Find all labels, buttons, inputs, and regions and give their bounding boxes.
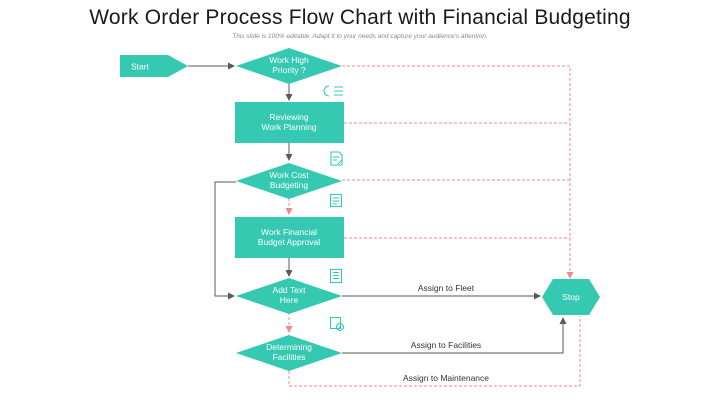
node-determining-line2: Facilities — [272, 352, 305, 362]
node-stop-label: Stop — [562, 292, 580, 302]
node-determining-line1: Determining — [266, 342, 312, 352]
node-start-label: Start — [131, 62, 150, 72]
notebook-icon — [329, 268, 343, 284]
edge-label-maintenance: Assign to Maintenance — [403, 373, 489, 383]
node-addtext: Add Text Here — [236, 278, 342, 314]
arrow-loop-cost-addtext — [214, 181, 236, 300]
settings-gear-icon — [329, 316, 345, 332]
dashed-line-maintenance — [288, 316, 581, 387]
page-subtitle: This slide is 100% editable. Adapt it to… — [232, 33, 488, 40]
form-icon — [329, 193, 343, 208]
node-cost-line2: Budgeting — [270, 180, 309, 190]
node-start: Start — [120, 55, 188, 77]
node-reviewing: Reviewing Work Planning — [235, 102, 344, 143]
node-approval: Work Financial Budget Approval — [235, 217, 344, 258]
dashed-line-priority — [342, 65, 574, 279]
node-addtext-line2: Here — [280, 295, 299, 305]
document-edit-icon — [330, 151, 343, 166]
edge-label-facilities: Assign to Facilities — [411, 340, 481, 350]
node-addtext-line1: Add Text — [273, 285, 307, 295]
node-approval-line2: Budget Approval — [258, 237, 320, 247]
list-icon — [323, 85, 343, 97]
solid-connectors — [188, 62, 567, 354]
arrow-determining-stop — [342, 317, 567, 354]
node-determining: Determining Facilities — [236, 335, 342, 371]
node-reviewing-line2: Work Planning — [261, 122, 316, 132]
node-cost: Work Cost Budgeting — [236, 163, 342, 199]
node-priority: Work High Priority ? — [236, 48, 342, 84]
node-stop: Stop — [542, 279, 600, 315]
node-cost-line1: Work Cost — [269, 170, 309, 180]
node-priority-line2: Priority ? — [272, 65, 306, 75]
node-priority-line1: Work High — [269, 55, 309, 65]
edge-label-fleet: Assign to Fleet — [418, 283, 475, 293]
dashed-connectors — [285, 65, 581, 387]
node-reviewing-line1: Reviewing — [269, 112, 308, 122]
node-approval-line1: Work Financial — [261, 227, 317, 237]
page-title: Work Order Process Flow Chart with Finan… — [89, 6, 631, 29]
